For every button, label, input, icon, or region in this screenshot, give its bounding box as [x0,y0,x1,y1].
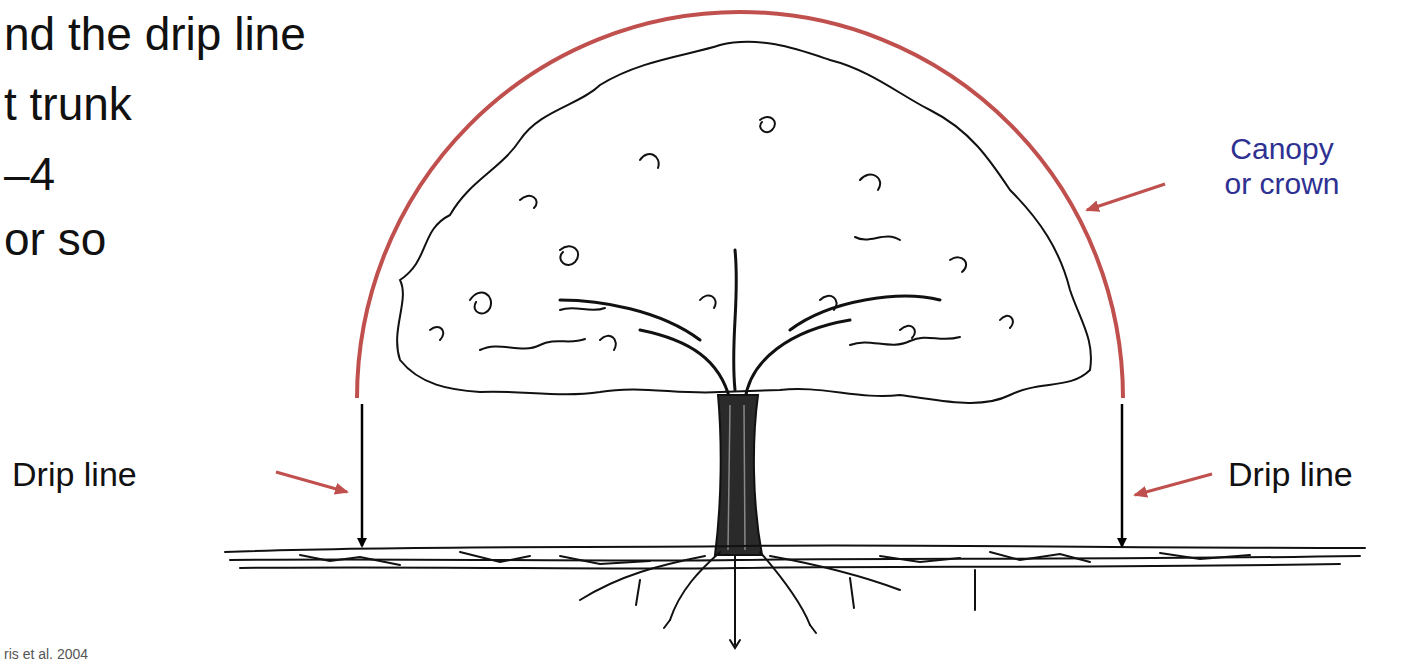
bullet-text: nd the drip line [4,8,306,61]
bullet-text: –4 [4,148,55,201]
drip-line-arrow [361,404,364,546]
drip-line-label: Drip line [1228,455,1353,494]
drip-line-label: Drip line [12,455,137,494]
leader-arrow [276,472,347,492]
canopy-label: Canopy or crown [1218,132,1346,201]
canopy-arc [357,12,1123,398]
bullet-text: t trunk [4,78,132,131]
leader-arrow [1135,474,1212,495]
citation: ris et al. 2004 [4,646,88,662]
bullet-text: or so [4,213,106,266]
ground-roots [225,545,1365,648]
drip-line-arrow [1121,404,1124,546]
crown-drawing [397,42,1091,403]
trunk-drawing [560,250,940,400]
leader-arrow [1087,184,1165,210]
trunk [715,395,762,555]
